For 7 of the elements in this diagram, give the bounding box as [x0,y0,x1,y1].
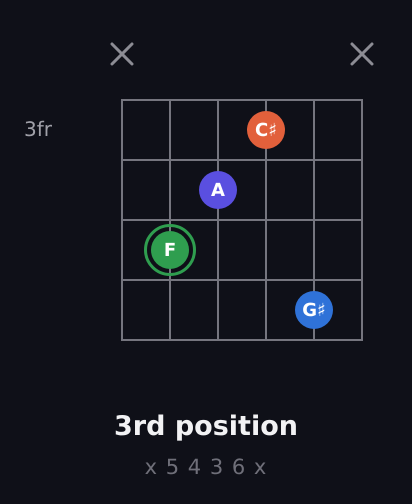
fret-numbers-text: x 5 4 3 6 x [144,455,268,479]
note-dot: G♯ [295,291,333,329]
fret-number-label: 3fr [24,117,52,141]
root-note-dot: F [144,224,196,276]
note-dot: C♯ [247,111,285,149]
note-dot: A [199,171,237,209]
position-title: 3rd position [113,411,299,442]
